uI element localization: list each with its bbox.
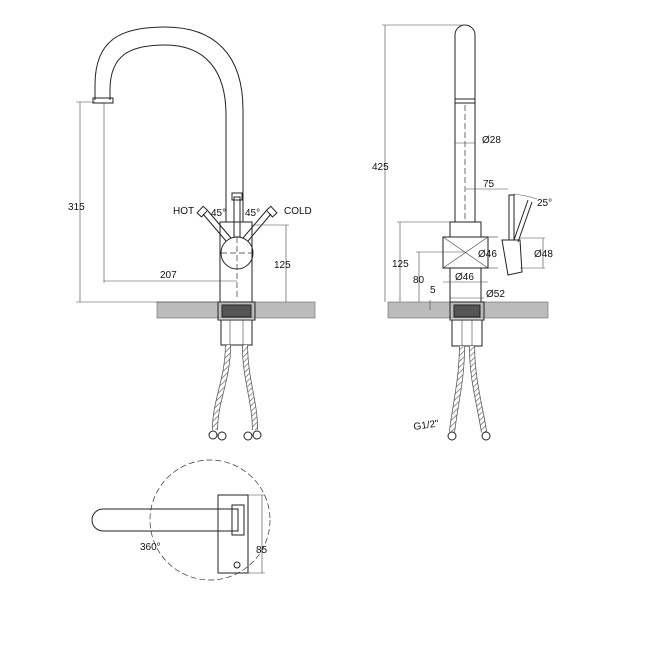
- dim-base-diameter: Ø52: [486, 289, 505, 300]
- hot-angle: 45°: [211, 208, 226, 219]
- dim-rotation: 360°: [140, 542, 161, 553]
- dim-thread: G1/2": [413, 419, 440, 433]
- dim-reach: 207: [160, 270, 177, 281]
- label-hot: HOT: [173, 206, 194, 217]
- top-view: 360° 85: [91, 459, 271, 581]
- dim-base-height: 5: [430, 285, 436, 296]
- handles: [196, 192, 278, 242]
- label-cold: COLD: [284, 206, 312, 217]
- dim-total-height: 425: [372, 162, 389, 173]
- side-spout: [454, 24, 476, 222]
- dim-lower-diameter: Ø46: [455, 272, 474, 283]
- dim-handle-height: 125: [274, 260, 291, 271]
- dim-handle-axis-height: 80: [413, 275, 425, 286]
- countertop: [156, 301, 316, 346]
- dim-handle-angle: 25°: [537, 198, 552, 209]
- side-countertop: [387, 301, 549, 347]
- spout: [92, 26, 244, 222]
- body: [219, 221, 254, 303]
- side-hoses: [447, 345, 491, 441]
- dim-body-diameter: Ø46: [478, 249, 497, 260]
- dim-handle-diameter: Ø48: [534, 249, 553, 260]
- dim-base-length: 85: [256, 545, 268, 556]
- dimensions: [76, 101, 289, 303]
- dim-spout-diameter: Ø28: [482, 135, 501, 146]
- dim-handle-offset: 75: [483, 179, 495, 190]
- side-view: 425 Ø28 75 25° Ø46 Ø48 125 80 5 Ø46 Ø52 …: [372, 24, 553, 441]
- cold-angle: 45°: [245, 208, 260, 219]
- side-dimensions: [382, 24, 545, 310]
- dim-spout-height: 315: [68, 202, 85, 213]
- supply-hoses: [208, 344, 262, 441]
- front-view: 315 207 125 HOT COLD 45° 45°: [68, 26, 316, 441]
- dim-body-height: 125: [392, 259, 409, 270]
